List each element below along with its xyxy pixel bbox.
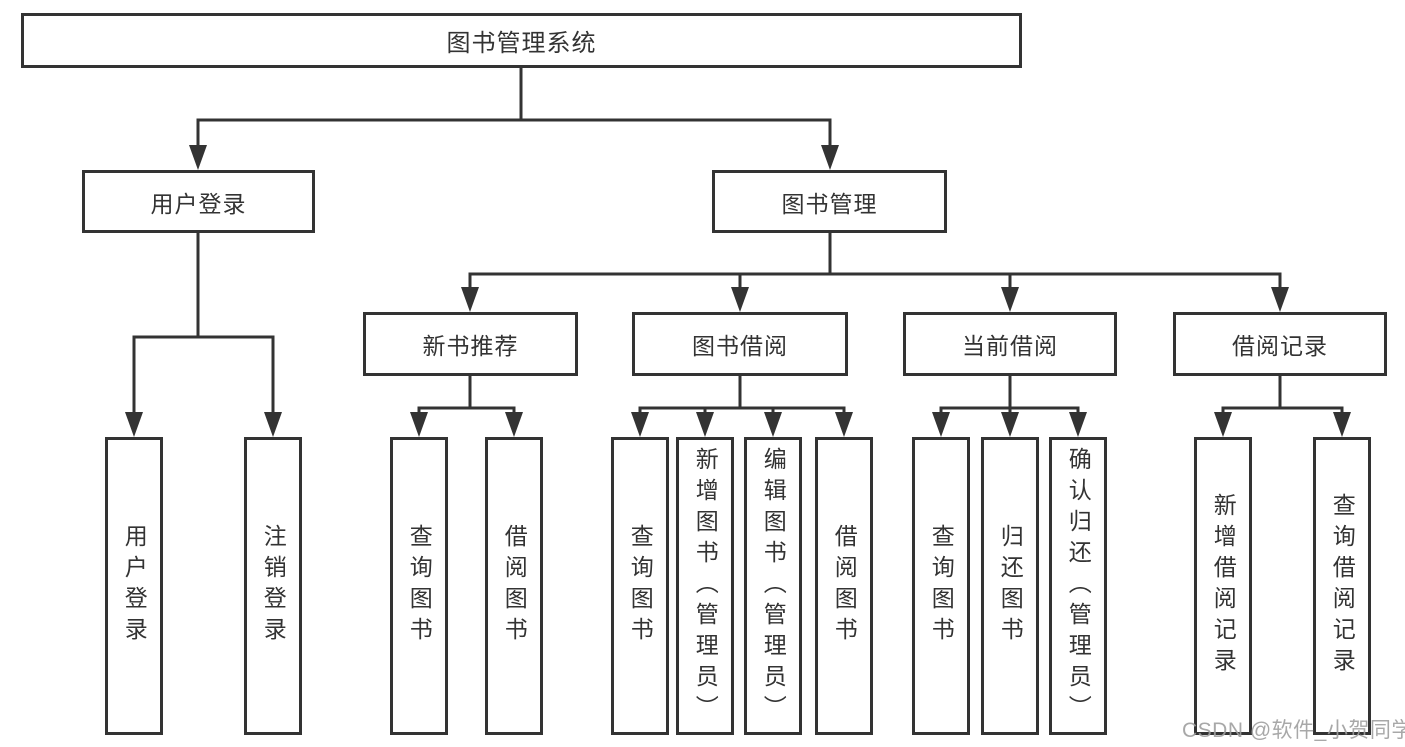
node-label: 查询图书 [928,524,955,648]
node-label: 编辑图书（管理员） [760,446,787,726]
node-label: 新增借阅记录 [1210,493,1237,679]
node-label: 当前借阅 [962,333,1058,359]
node-label: 借阅图书 [831,524,858,648]
leaf-query-books-3: 查询图书 [912,437,970,735]
leaf-user-login: 用户登录 [105,437,163,735]
leaf-borrow-books: 借阅图书 [485,437,543,735]
node-label: 新书推荐 [422,333,519,359]
node-user-login: 用户登录 [82,170,315,233]
node-label: 归还图书 [997,524,1024,648]
node-label: 图书管理 [781,190,878,217]
node-new-book-recommend: 新书推荐 [363,312,578,376]
leaf-return-books: 归还图书 [981,437,1039,735]
node-label: 注销登录 [260,524,287,648]
leaf-add-borrow-record: 新增借阅记录 [1194,437,1252,735]
node-label: 图书借阅 [692,333,788,359]
node-book-management: 图书管理 [712,170,947,233]
csdn-watermark: CSDN @软件_小贺同学 [1182,719,1405,742]
node-label: 查询借阅记录 [1329,493,1356,679]
node-borrow-records: 借阅记录 [1173,312,1387,376]
node-label: 查询图书 [406,524,433,648]
leaf-query-borrow-record: 查询借阅记录 [1313,437,1371,735]
node-label: 借阅图书 [501,524,528,648]
leaf-logout: 注销登录 [244,437,302,735]
node-label: 借阅记录 [1232,333,1328,359]
leaf-add-books-admin: 新增图书（管理员） [676,437,734,735]
node-current-borrow: 当前借阅 [903,312,1117,376]
node-label: 新增图书（管理员） [692,446,719,726]
leaf-query-books-2: 查询图书 [611,437,669,735]
node-book-borrow: 图书借阅 [632,312,848,376]
leaf-query-books: 查询图书 [390,437,448,735]
node-library-management-system: 图书管理系统 [21,13,1022,68]
arrowhead-icons [125,145,1351,437]
leaf-edit-books-admin: 编辑图书（管理员） [744,437,802,735]
leaf-borrow-books-2: 借阅图书 [815,437,873,735]
node-label: 图书管理系统 [446,30,597,57]
node-label: 查询图书 [627,524,654,648]
leaf-confirm-return-admin: 确认归还（管理员） [1049,437,1107,735]
node-label: 用户登录 [150,190,247,217]
node-label: 确认归还（管理员） [1065,446,1092,726]
node-label: 用户登录 [121,524,148,648]
